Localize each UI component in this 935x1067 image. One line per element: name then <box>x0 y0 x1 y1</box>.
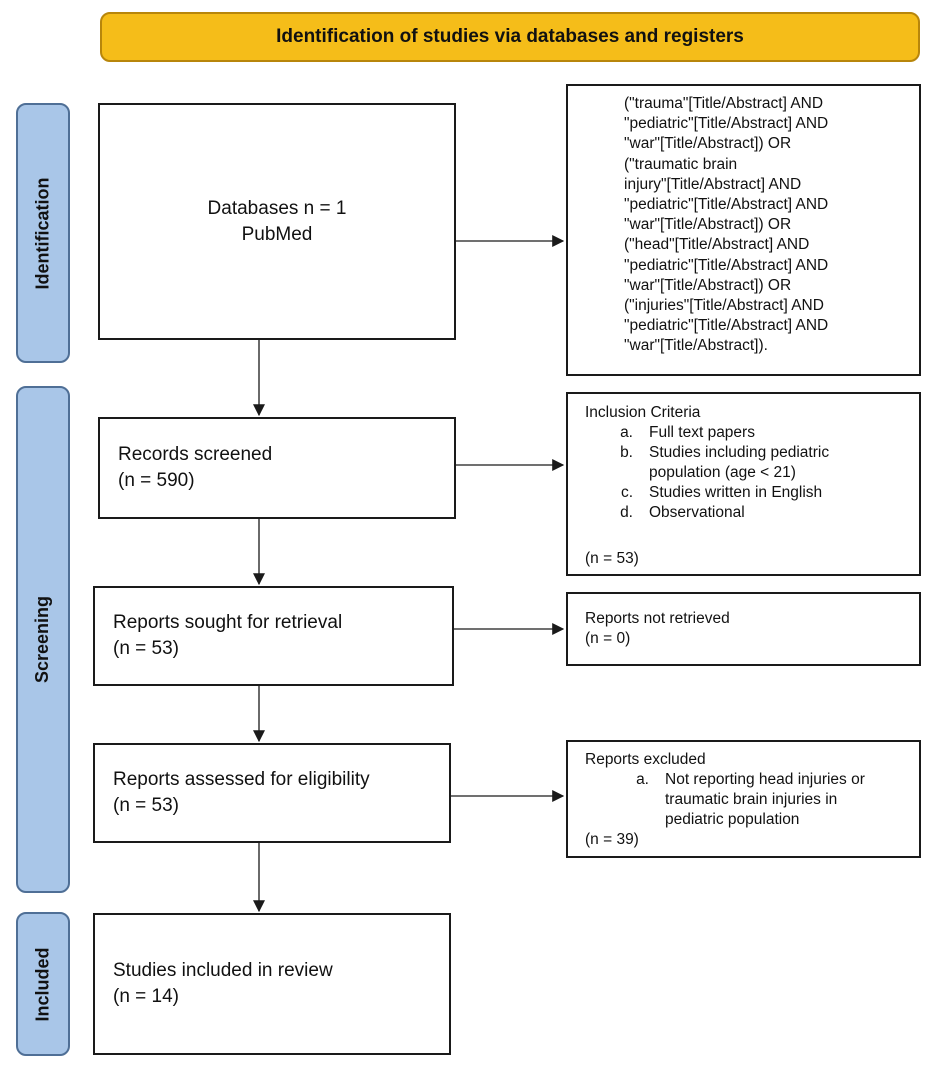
reports-not-retrieved-box: Reports not retrieved (n = 0) <box>566 592 921 666</box>
search-query-line: ("traumatic brain <box>624 155 738 173</box>
databases-line2: PubMed <box>241 223 313 245</box>
search-query-line: "war"[Title/Abstract]) OR <box>624 135 792 153</box>
reports-sought-box: Reports sought for retrieval (n = 53) <box>93 586 454 686</box>
stage-identification: Identification <box>16 103 70 363</box>
list-item: a. Full text papers <box>585 423 909 443</box>
reports-assessed-count: (n = 53) <box>113 795 180 816</box>
reports-excluded-box: Reports excluded a. Not reporting head in… <box>566 740 921 858</box>
list-item-text: Not reporting head injuries or traumatic … <box>665 770 865 830</box>
records-screened-count: (n = 590) <box>118 470 195 491</box>
list-item-line: pediatric population <box>665 811 800 828</box>
list-item-text: Studies written in English <box>649 483 822 503</box>
records-screened-box: Records screened (n = 590) <box>98 417 456 519</box>
list-item-letter: b. <box>620 444 633 461</box>
search-query-line: "war"[Title/Abstract]). <box>624 337 768 355</box>
studies-included-label: Studies included in review <box>113 960 333 981</box>
stage-included: Included <box>16 912 70 1056</box>
inclusion-criteria-box: Inclusion Criteria a. Full text papers b. S… <box>566 392 921 576</box>
search-query-line: ("injuries"[Title/Abstract] AND <box>624 297 824 315</box>
search-query-line: "pediatric"[Title/Abstract] AND <box>624 115 829 133</box>
search-query-line: "war"[Title/Abstract]) OR <box>624 276 792 294</box>
list-item-text: Full text papers <box>649 423 755 443</box>
search-query-line: ("head"[Title/Abstract] AND <box>624 236 810 254</box>
search-query-text: ("trauma"[Title/Abstract] AND "pediatric"… <box>624 94 909 357</box>
search-query-line: "pediatric"[Title/Abstract] AND <box>624 317 829 335</box>
list-item-letter: a. <box>620 424 633 441</box>
header-title: Identification of studies via databases … <box>276 26 744 47</box>
list-item-line: traumatic brain injuries in <box>665 791 838 808</box>
list-item-letter: d. <box>620 504 633 521</box>
inclusion-criteria-count: (n = 53) <box>585 550 639 567</box>
inclusion-criteria-list: a. Full text papers b. Studies including pe… <box>585 423 909 523</box>
list-item: b. Studies including pediatric population … <box>585 443 909 483</box>
flow-header: Identification of studies via databases … <box>100 12 920 62</box>
studies-included-box: Studies included in review (n = 14) <box>93 913 451 1055</box>
search-query-line: "war"[Title/Abstract]) OR <box>624 216 792 234</box>
reports-excluded-title: Reports excluded <box>585 751 706 768</box>
list-item-text: Observational <box>649 503 745 523</box>
list-item-line: population (age < 21) <box>649 464 796 481</box>
reports-excluded-count: (n = 39) <box>585 831 639 848</box>
search-query-line: "pediatric"[Title/Abstract] AND <box>624 196 829 214</box>
list-item-letter: a. <box>636 771 649 788</box>
search-query-line: ("trauma"[Title/Abstract] AND <box>624 95 824 112</box>
reports-excluded-list: a. Not reporting head injuries or traumati… <box>585 770 909 830</box>
search-query-line: "pediatric"[Title/Abstract] AND <box>624 256 829 274</box>
reports-sought-label: Reports sought for retrieval <box>113 612 343 633</box>
records-screened-label: Records screened <box>118 444 273 465</box>
list-item-line: Studies written in English <box>649 484 823 501</box>
list-item-line: Studies including pediatric <box>649 444 830 461</box>
list-item-text: Studies including pediatric population (a… <box>649 443 829 483</box>
stage-screening: Screening <box>16 386 70 893</box>
search-query-box: ("trauma"[Title/Abstract] AND "pediatric"… <box>566 84 921 376</box>
reports-not-retrieved-count: (n = 0) <box>585 630 631 647</box>
list-item-line: Observational <box>649 504 745 521</box>
databases-box: Databases n = 1 PubMed <box>98 103 456 340</box>
list-item-line: Full text papers <box>649 424 755 441</box>
list-item: c. Studies written in English <box>585 483 909 503</box>
reports-assessed-box: Reports assessed for eligibility (n = 53… <box>93 743 451 843</box>
reports-not-retrieved-label: Reports not retrieved <box>585 610 730 627</box>
list-item: d. Observational <box>585 503 909 523</box>
reports-assessed-label: Reports assessed for eligibility <box>113 769 370 790</box>
databases-line1: Databases n = 1 <box>207 197 347 219</box>
list-item-line: Not reporting head injuries or <box>665 771 865 788</box>
search-query-line: injury"[Title/Abstract] AND <box>624 175 802 193</box>
reports-sought-count: (n = 53) <box>113 638 180 659</box>
studies-included-count: (n = 14) <box>113 986 180 1007</box>
inclusion-criteria-title: Inclusion Criteria <box>585 404 701 421</box>
list-item-letter: c. <box>620 484 633 501</box>
list-item: a. Not reporting head injuries or traumati… <box>585 770 909 830</box>
